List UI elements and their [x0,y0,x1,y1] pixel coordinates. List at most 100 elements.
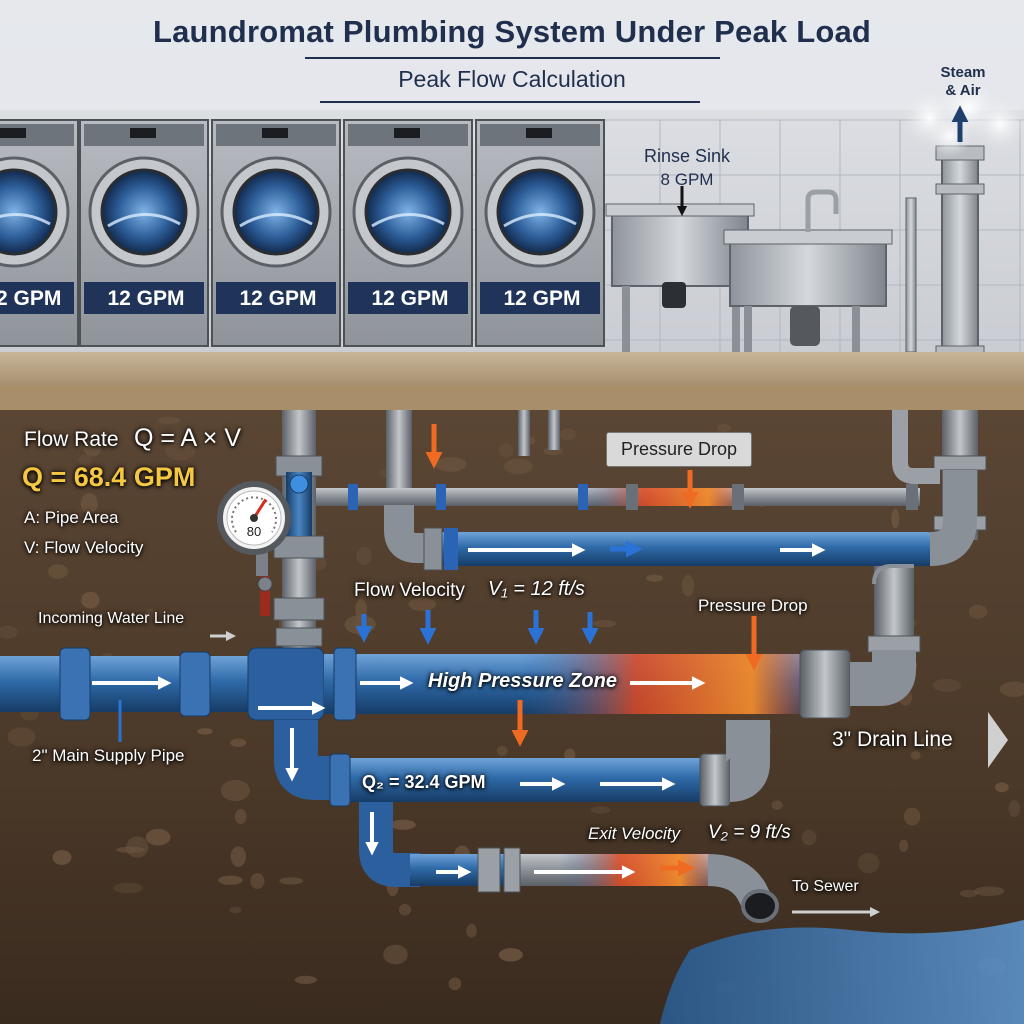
pressure-drop-label-mid: Pressure Drop [698,596,808,615]
main-supply-label: 2" Main Supply Pipe [32,746,185,765]
exit-velocity-label: Exit Velocity [588,824,680,843]
soil-rock [646,574,663,582]
soil-rock [564,748,576,761]
soil-rock [682,574,694,597]
flow-velocity-equation: V₁ = 12 ft/s [488,578,585,600]
soil-rock [113,882,143,894]
exit-coupling-2 [503,847,521,893]
soil-rock [81,591,100,609]
main-supply-coupling-2 [179,651,211,717]
soil-rock [994,782,1009,793]
blue-intake-arrows [355,540,643,645]
soil-rock [466,923,477,938]
riser-small-1 [518,410,530,456]
exit-outlet-mouth [741,889,779,923]
orange-pressure-arrows [425,424,763,877]
soil-rock [157,416,180,425]
soil [0,410,1024,1024]
soil-rock [230,846,247,867]
utility-sink [723,189,893,354]
soil-rock [590,806,611,814]
soil-rock [230,738,247,747]
soil-rock [197,728,213,735]
gauge-reading: 80 [246,524,262,539]
q2-pipe [330,758,706,802]
soil-rock [220,779,250,802]
riser-blue-valve-knob [289,474,309,494]
incoming-water-label: Incoming Water Line [38,610,185,627]
soil-rock [771,800,783,810]
soil-rock [229,906,242,914]
vent-stack [935,145,985,361]
soil-rock [83,439,102,457]
formula-def-v: V: Flow Velocity [24,538,144,557]
page-subtitle: Peak Flow Calculation [398,66,626,92]
washer-drum-2 [100,168,188,256]
soil-rock [932,678,962,692]
washer-drum-5 [496,168,584,256]
soil-rock [383,944,408,965]
washer-water-5 [503,213,577,228]
washer-water-1 [0,213,51,226]
middle-drain-elbow-right [928,470,977,566]
drop-to-drain-elbow-top [872,564,914,585]
to-sewer-label: To Sewer [792,878,859,895]
middle-drain-coupling-2 [444,528,458,570]
soil-rock [78,454,92,466]
soil-rock [356,546,372,566]
soil-rock [294,975,317,984]
high-pressure-end-coupling [799,649,851,719]
soil-rock [903,807,921,826]
washer-display-1 [0,128,26,138]
washer-drum-4 [364,168,452,256]
soil-rock [857,852,880,874]
q2-label: Q₂ = 32.4 GPM [362,772,486,792]
q2-coupling-1 [329,753,351,807]
middle-drain-pipe [440,532,932,566]
q2-end-coupling [699,753,731,807]
washer-display-2 [130,128,156,138]
soil-rock [48,564,69,579]
riser-supply-fitting-4 [275,627,323,647]
washer-label-band-2 [84,282,204,314]
drain-line-label: 3" Drain Line [832,728,953,751]
soil-rock [0,625,19,639]
soil-rock [390,819,416,830]
page-title: Laundromat Plumbing System Under Peak Lo… [152,14,872,49]
main-supply-coupling-1 [59,647,91,721]
soil-rock [218,875,243,885]
high-pressure-coupling-1 [333,647,357,721]
washer-4-gpm: 12 GPM [371,287,449,310]
soil-rock [959,889,978,898]
washer-display-5 [526,128,552,138]
exit-velocity-equation: V₂ = 9 ft/s [708,822,791,843]
q2-elbow-up [725,720,770,802]
formula-prefix: Flow Rate [24,428,119,451]
soil-rock [448,977,462,991]
soil-rock [7,727,36,747]
vent-label-line2: & Air [945,82,981,99]
high-pressure-zone-label: High Pressure Zone [428,670,617,692]
white-flow-arrows [92,543,826,879]
soil-rock [801,829,817,846]
soil-rock [145,608,157,620]
soil-rock [344,615,376,635]
washer-5-gpm: 12 GPM [503,287,581,310]
exit-coupling-1 [477,847,501,893]
middle-drain-elbow-left [384,505,440,563]
vent-label-line1: Steam [940,64,986,81]
soil-rock [126,836,149,858]
soil-rock [910,751,921,760]
washer-drum-1 [0,168,58,256]
pressure-gauge [217,481,291,616]
rinse-sink-name: Rinse Sink [643,146,731,166]
flow-velocity-label: Flow Velocity [354,580,465,601]
soil-rock [435,457,467,472]
soil-rock [52,850,72,865]
soil-rock [1008,800,1021,818]
middle-drain-coupling-1 [423,527,443,571]
soil-rock [498,443,514,458]
washer-3-gpm: 12 GPM [239,287,317,310]
washer-label-band-5 [480,282,600,314]
formula-result: Q = 68.4 GPM [22,462,196,492]
